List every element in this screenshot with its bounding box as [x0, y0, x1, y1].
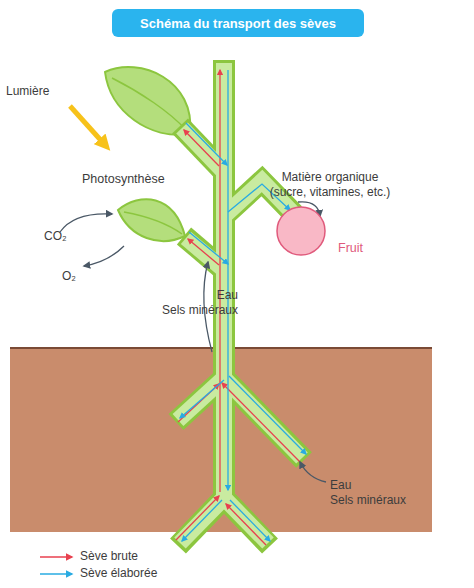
leaf	[118, 199, 185, 241]
legend-sample	[40, 573, 72, 575]
title-banner: Schéma du transport des sèves	[112, 9, 364, 37]
organic-matter-label: Matière organique (sucre, vitamines, etc…	[264, 170, 396, 200]
light-label: Lumière	[6, 84, 76, 99]
leaf-node: Photosynthèse	[112, 172, 212, 256]
gas-label: CO₂	[44, 229, 74, 244]
gas-label: O₂	[62, 269, 92, 284]
title: Schéma du transport des sèves	[140, 16, 336, 31]
leaf	[105, 67, 190, 135]
water-minerals-label: Eau Sels minéraux	[154, 288, 238, 318]
fruit-node: Fruit	[276, 206, 326, 256]
legend-text: Sève élaborée	[80, 566, 157, 581]
leaf-vein	[124, 212, 182, 234]
light-arrow	[70, 106, 106, 146]
legend-sample	[40, 556, 72, 558]
fruit-circle	[277, 207, 325, 255]
node-text: Photosynthèse	[82, 172, 192, 187]
leaf-vein	[112, 78, 186, 130]
legend-text: Sève brute	[80, 549, 138, 564]
leader-arrows	[60, 202, 326, 482]
node-shape	[276, 206, 326, 256]
water-minerals-label: Eau Sels minéraux	[330, 478, 414, 508]
node-text: Fruit	[338, 241, 378, 256]
